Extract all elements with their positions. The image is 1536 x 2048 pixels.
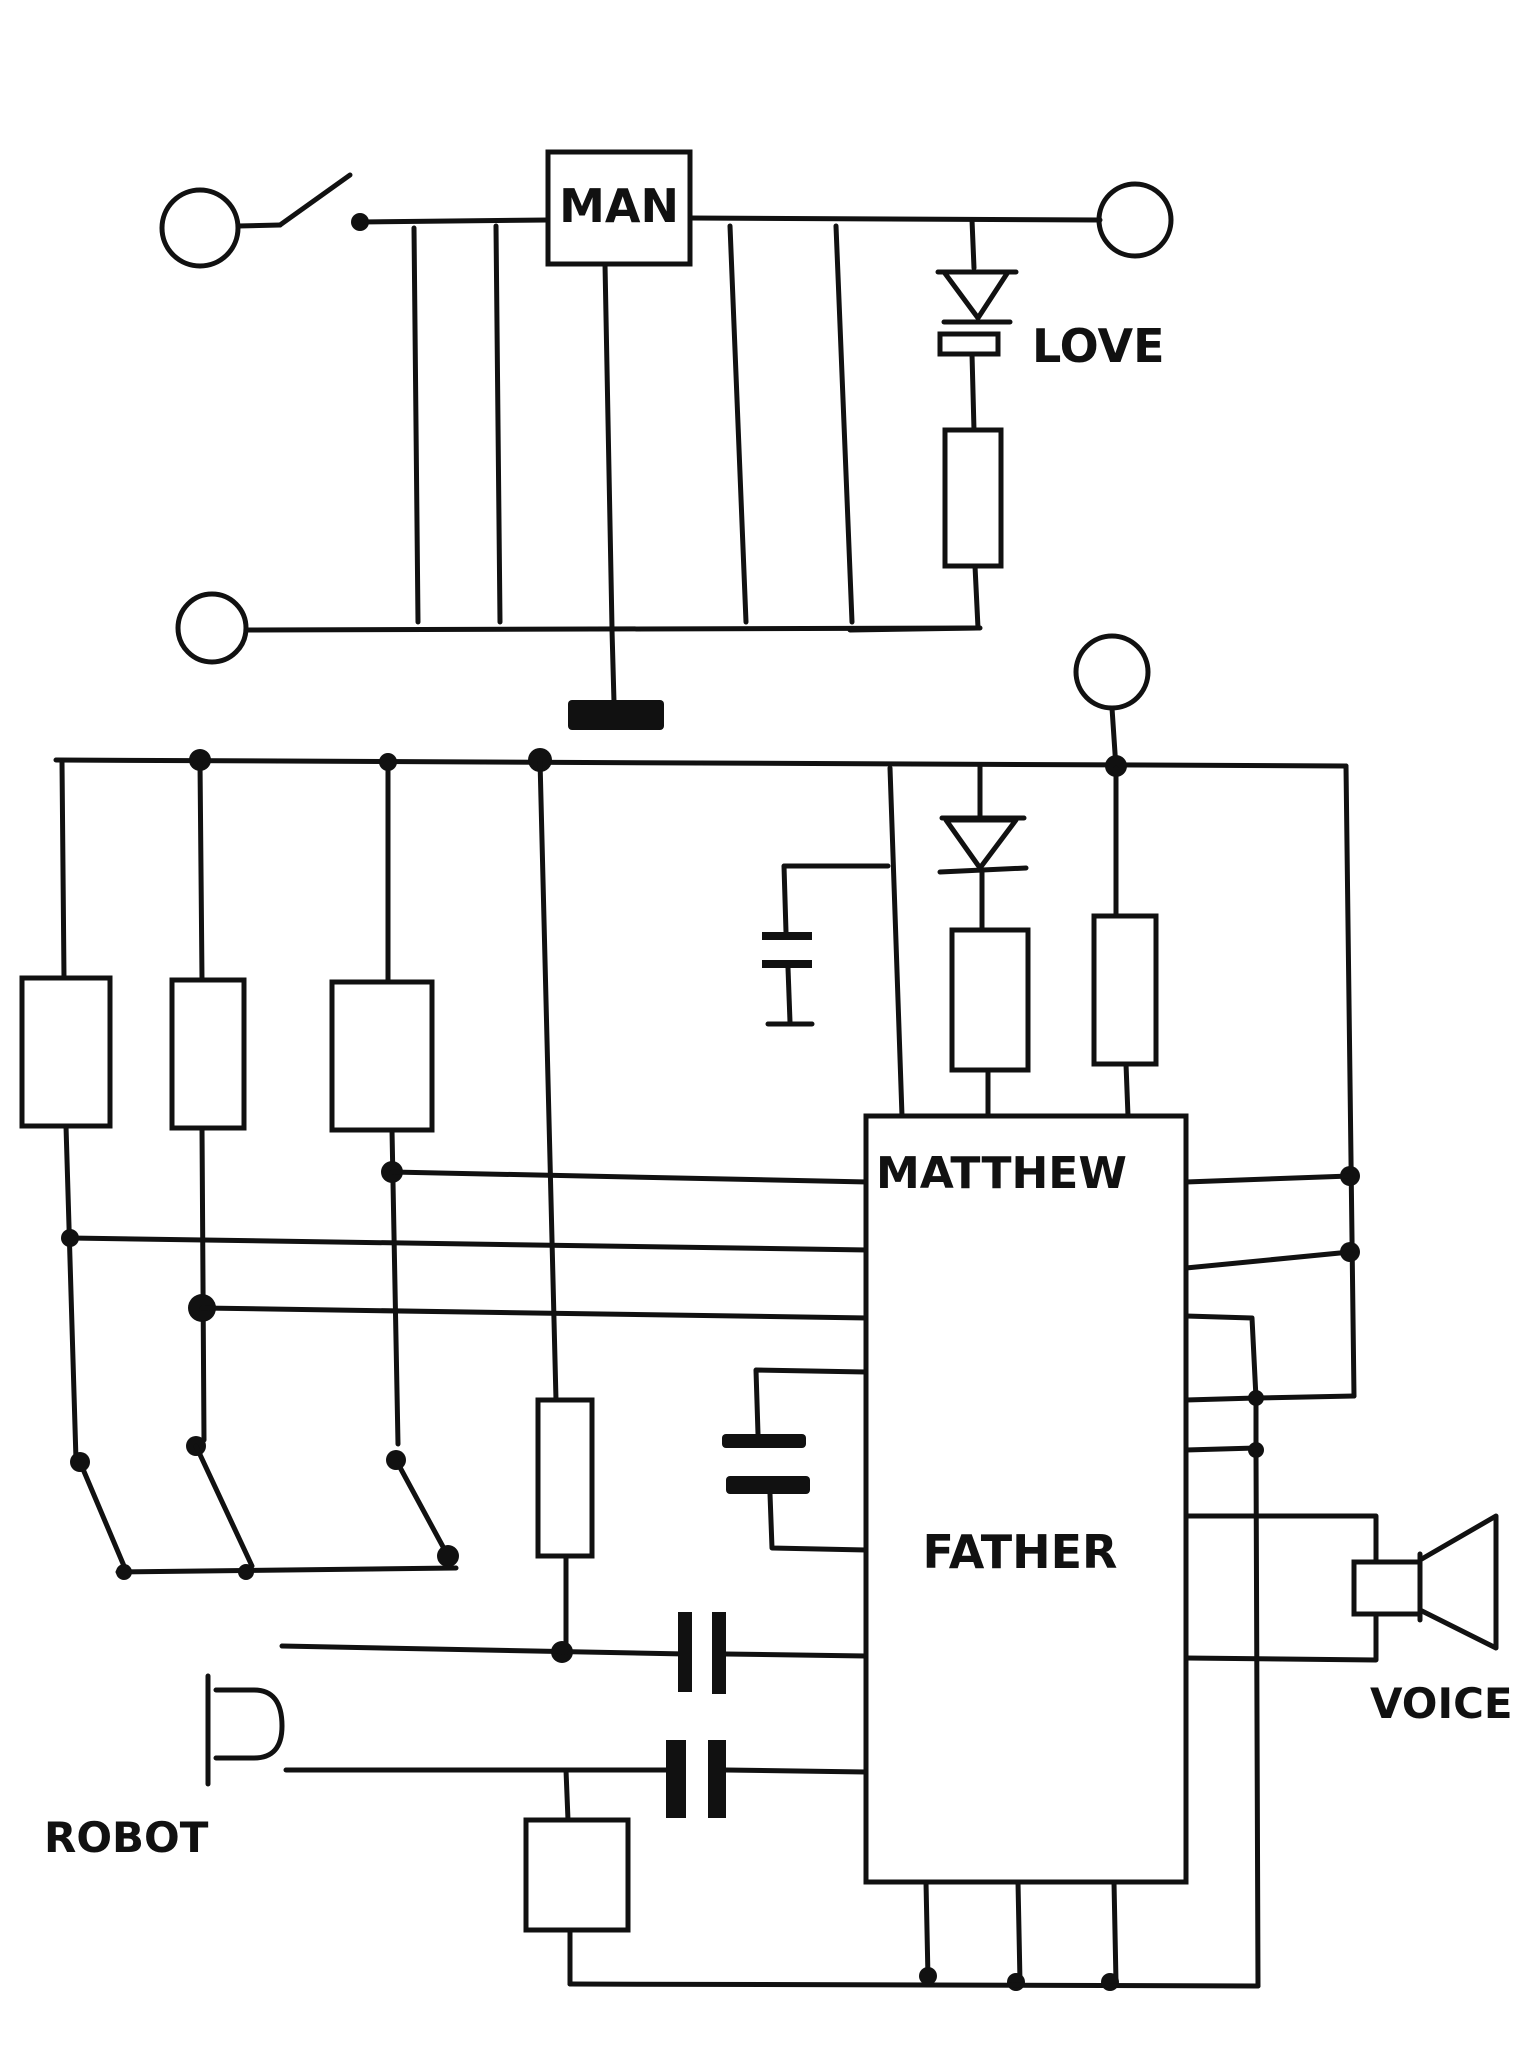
- switch-1: [70, 1452, 127, 1569]
- love-label: LOVE: [1032, 319, 1165, 373]
- top-bus: [53, 757, 1349, 769]
- resistor-top: [942, 427, 1004, 569]
- resistor-r2: [169, 977, 247, 1131]
- upper-circuit: MAN LOVE: [159, 149, 1174, 730]
- resistor-bottom: [523, 1817, 631, 1933]
- resistor-r1: [19, 975, 113, 1129]
- ground-icon: [568, 700, 664, 730]
- terminal-top-right: [1096, 181, 1174, 259]
- right-rail: [1343, 763, 1357, 1399]
- capacitor-small: [762, 863, 891, 1027]
- resistor-pullup: [1091, 913, 1159, 1067]
- switch-3: [386, 1450, 459, 1567]
- microphone-icon: [205, 1673, 285, 1787]
- signal-line-1: [389, 1169, 871, 1185]
- terminal-bottom-left: [175, 591, 249, 665]
- signal-line-3: [199, 1305, 871, 1321]
- resistor-center: [535, 1397, 595, 1559]
- diode-icon-lower: [937, 815, 1029, 875]
- rung-3: [602, 261, 615, 631]
- rung-2: [493, 223, 503, 625]
- ic-chip: [863, 1113, 1189, 1885]
- switch: [235, 172, 369, 231]
- terminal-power: [1073, 633, 1151, 711]
- matthew-label: MATTHEW: [876, 1148, 1127, 1199]
- coupling-capacitor-1: [678, 1612, 692, 1692]
- switch-common-line: [115, 1565, 459, 1575]
- coupling-capacitor-2: [666, 1740, 686, 1818]
- rung-5: [833, 223, 855, 625]
- capacitor-large: [722, 1367, 869, 1553]
- diode-icon: [935, 269, 1019, 325]
- rung-4: [727, 223, 749, 625]
- top-rail-right: [687, 215, 1103, 223]
- speaker-icon: [1351, 1513, 1499, 1651]
- switch-2: [186, 1436, 255, 1569]
- resistor-led: [949, 927, 1031, 1073]
- resistor-r3: [329, 979, 435, 1133]
- love-led-icon: [937, 331, 1001, 357]
- man-label: MAN: [559, 179, 679, 233]
- lower-circuit: MATTHEW FATHER ROBOT: [19, 633, 1513, 1991]
- top-rail-left: [357, 217, 551, 225]
- signal-line-2: [67, 1235, 871, 1253]
- father-label: FATHER: [923, 1525, 1118, 1579]
- man-box: [545, 149, 693, 267]
- robot-label: ROBOT: [44, 1813, 209, 1862]
- bottom-rail-lower: [567, 1981, 1261, 1989]
- ground-lead: [609, 627, 617, 705]
- terminal-top-left: [159, 187, 241, 269]
- rung-1: [411, 225, 421, 625]
- voice-label: VOICE: [1370, 1679, 1513, 1728]
